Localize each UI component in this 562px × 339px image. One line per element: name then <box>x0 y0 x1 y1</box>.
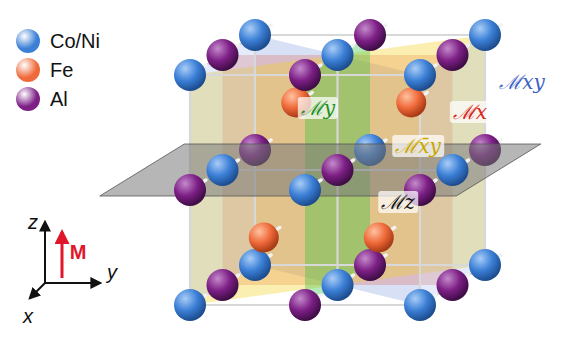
co-ni-atom <box>469 249 501 281</box>
atom-sphere <box>174 59 206 91</box>
atom-sphere <box>207 154 239 186</box>
co-ni-atom <box>404 289 436 321</box>
fe-atom <box>364 223 395 253</box>
legend-text: Fe <box>50 59 73 82</box>
co-ni-atom <box>207 154 239 186</box>
axis-label: x <box>20 305 36 327</box>
al-atom <box>354 249 386 281</box>
al-atom <box>289 289 321 321</box>
mirror-label: ℳx̄y <box>392 135 444 157</box>
atom-sphere <box>404 289 436 321</box>
atom-sphere <box>207 39 239 71</box>
legend-item: Fe <box>16 57 73 83</box>
legend-text: Co/Ni <box>50 30 100 53</box>
al-atom <box>437 269 469 301</box>
atom-sphere <box>322 154 354 186</box>
z-axis <box>44 222 46 283</box>
co-ni-atom <box>174 289 206 321</box>
co-ni-atom <box>239 249 271 281</box>
legend-text: Al <box>50 88 68 111</box>
atom-sphere <box>354 249 386 281</box>
co-ni-atom <box>322 39 354 71</box>
atom-sphere <box>322 269 354 301</box>
legend-swatch <box>16 29 40 53</box>
atom-sphere <box>437 269 469 301</box>
legend-swatch <box>16 58 40 82</box>
mirror-label: ℳxy <box>496 71 548 93</box>
atom-sphere <box>354 19 386 51</box>
mirror-label: ℳy <box>298 97 338 119</box>
co-ni-atom <box>437 154 469 186</box>
axis-label: z <box>25 211 41 233</box>
atom-sphere <box>404 59 436 91</box>
atom-sphere <box>239 249 271 281</box>
al-atom <box>207 39 239 71</box>
atom-sphere <box>469 19 501 51</box>
al-atom <box>354 19 386 51</box>
x-axis <box>30 283 45 298</box>
atom-sphere <box>396 88 426 118</box>
al-atom <box>174 174 206 206</box>
atom-sphere <box>289 59 321 91</box>
al-atom <box>322 154 354 186</box>
al-atom <box>437 39 469 71</box>
atom-sphere <box>364 223 394 253</box>
atom-sphere <box>437 39 469 71</box>
al-atom <box>207 269 239 301</box>
atom-sphere <box>239 19 271 51</box>
co-ni-atom <box>289 174 321 206</box>
fe-atom <box>249 223 280 253</box>
legend-swatch <box>16 87 40 111</box>
atom-sphere <box>207 269 239 301</box>
mirror-label: ℳz <box>378 191 418 213</box>
co-ni-atom <box>174 59 206 91</box>
atom-sphere <box>469 249 501 281</box>
mirror-label: ℳx <box>450 101 490 123</box>
co-ni-atom <box>239 19 271 51</box>
atom-sphere <box>437 154 469 186</box>
magnetization-arrow <box>61 232 64 278</box>
axes <box>30 222 100 298</box>
axis-label: y <box>104 261 120 283</box>
mirror-plane-minus-xy <box>190 35 485 305</box>
atom-sphere <box>289 289 321 321</box>
co-ni-atom <box>404 59 436 91</box>
co-ni-atom <box>469 19 501 51</box>
y-axis <box>45 282 100 284</box>
legend-item: Al <box>16 86 68 112</box>
co-ni-atom <box>322 269 354 301</box>
atom-sphere <box>174 174 206 206</box>
atom-sphere <box>174 289 206 321</box>
fe-atom <box>396 88 427 118</box>
atom-sphere <box>289 174 321 206</box>
atom-sphere <box>322 39 354 71</box>
magnetization-label: M <box>67 241 90 263</box>
atom-sphere <box>249 223 279 253</box>
legend-item: Co/Ni <box>16 28 100 54</box>
al-atom <box>289 59 321 91</box>
